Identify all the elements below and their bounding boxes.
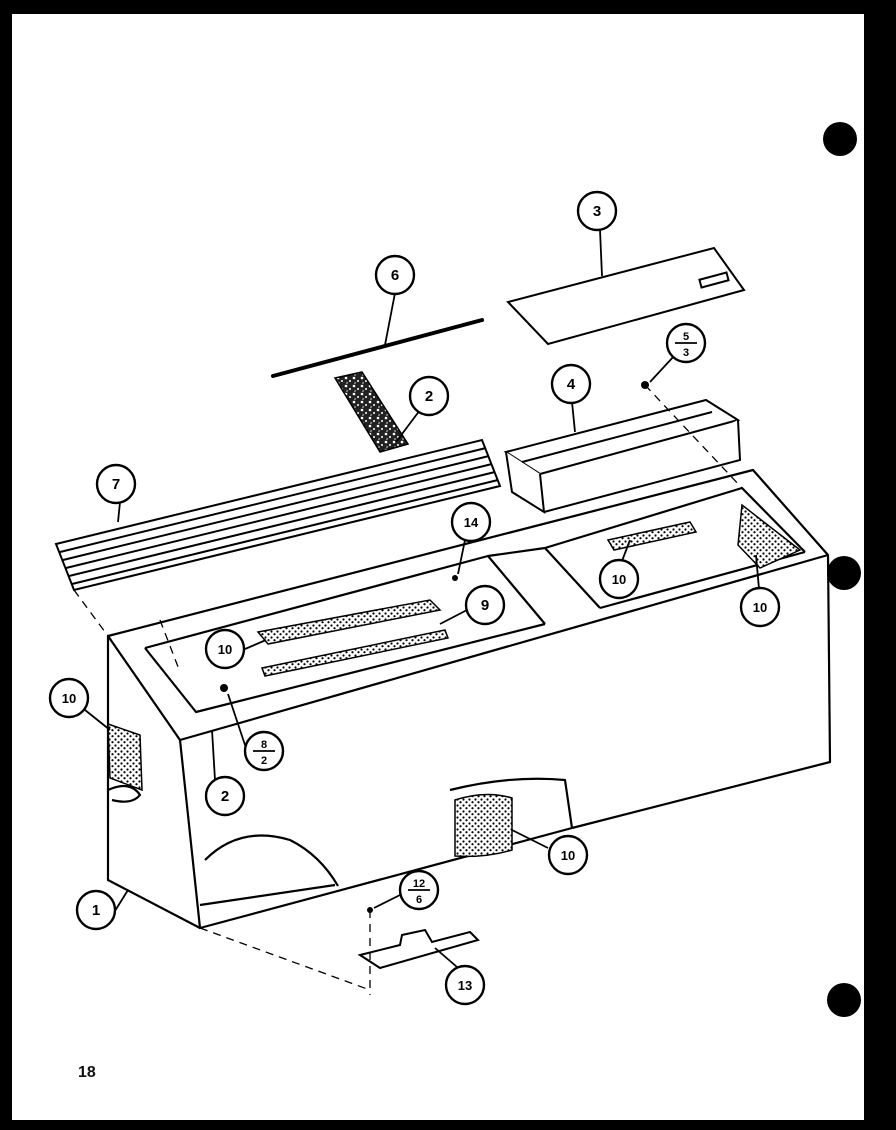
callout-label: 10 — [612, 572, 626, 587]
callout-c10d: 10 — [48, 677, 90, 719]
screw-14 — [452, 575, 458, 581]
screen-right-corner — [737, 503, 802, 569]
callout-c14: 14 — [450, 501, 492, 543]
callout-label: 1 — [92, 902, 100, 919]
callout-c1: 1 — [75, 889, 117, 931]
binder-hole-bottom — [827, 983, 861, 1017]
callout-circle — [48, 677, 90, 719]
drain-tray — [503, 398, 742, 514]
callout-circle — [450, 501, 492, 543]
callout-circle — [464, 584, 506, 626]
support-strip — [260, 629, 450, 677]
callout-c10e: 10 — [547, 834, 589, 876]
callout-circle — [550, 363, 592, 405]
foam-block — [333, 371, 410, 453]
leader-lines — [84, 229, 760, 968]
cabinet-body — [106, 468, 832, 930]
callout-label: 10 — [753, 600, 767, 615]
callout-circle — [576, 190, 618, 232]
callout-label: 3 — [593, 203, 601, 220]
fraction-top: 8 — [261, 739, 267, 751]
binder-hole-top — [823, 122, 857, 156]
callout-c10a: 10 — [204, 628, 246, 670]
callout-label: 7 — [112, 476, 120, 493]
rod — [271, 318, 484, 378]
callout-circle — [444, 964, 486, 1006]
page-number: 18 — [78, 1064, 96, 1081]
callout-label: 10 — [561, 848, 575, 863]
discharge-grille — [54, 438, 502, 592]
callout-c10c: 10 — [739, 586, 781, 628]
callout-label: 10 — [218, 642, 232, 657]
callout-label: 10 — [62, 691, 76, 706]
callout-label: 14 — [464, 515, 479, 530]
callout-circle — [204, 628, 246, 670]
callout-circle — [598, 558, 640, 600]
callout-circle — [374, 254, 416, 296]
screen-top-right — [606, 521, 698, 551]
callout-label: 2 — [425, 388, 433, 405]
callout-label: 2 — [221, 788, 229, 805]
callout-label: 4 — [567, 376, 576, 393]
callout-label: 6 — [391, 267, 399, 284]
fraction-callout-f126: 126 — [398, 869, 440, 911]
screen-front — [454, 793, 513, 858]
callout-c2a: 2 — [408, 375, 450, 417]
screw-panel — [220, 684, 228, 692]
alignment-lines — [73, 384, 743, 995]
callout-circle — [547, 834, 589, 876]
callout-circle — [739, 586, 781, 628]
fraction-top: 5 — [683, 331, 689, 343]
screen-panels — [107, 503, 802, 858]
callout-c2b: 2 — [204, 775, 246, 817]
callout-c4: 4 — [550, 363, 592, 405]
callout-circle — [408, 375, 450, 417]
diagram-sheet: 18 — [12, 14, 864, 1120]
fraction-top: 12 — [413, 878, 425, 890]
fraction-bottom: 6 — [416, 894, 422, 906]
callout-circle — [75, 889, 117, 931]
callout-circle — [204, 775, 246, 817]
callout-label: 13 — [458, 978, 472, 993]
binder-hole-middle — [827, 556, 861, 590]
callout-c10b: 10 — [598, 558, 640, 600]
access-cover — [506, 246, 746, 346]
callout-circle — [95, 463, 137, 505]
callout-c6: 6 — [374, 254, 416, 296]
fraction-bottom: 2 — [261, 755, 267, 767]
callout-c9: 9 — [464, 584, 506, 626]
screen-left-end — [107, 722, 143, 792]
fraction-callout-f82: 82 — [243, 730, 285, 772]
fraction-bottom: 3 — [683, 347, 689, 359]
callout-c13: 13 — [444, 964, 486, 1006]
mounting-bracket — [357, 928, 480, 970]
callout-c7: 7 — [95, 463, 137, 505]
callout-c3: 3 — [576, 190, 618, 232]
fraction-callout-f53: 53 — [665, 322, 707, 364]
callout-label: 9 — [481, 597, 489, 614]
